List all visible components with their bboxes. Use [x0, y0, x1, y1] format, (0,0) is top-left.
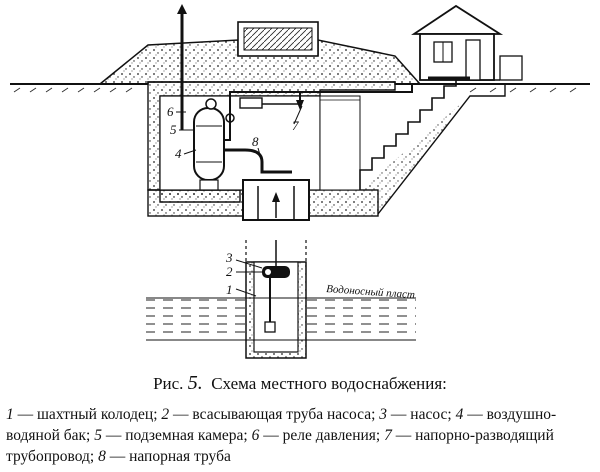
legend-text-8: — напорная труба [105, 448, 231, 465]
flow-arrow [296, 100, 304, 110]
legend-text-2: — всасывающая труба насоса; [169, 406, 380, 423]
callout-5: 5 [170, 122, 177, 137]
water-supply-diagram: 1 2 3 4 5 6 7 8 Водоносный пласт [10, 4, 590, 359]
callout-7: 7 [292, 118, 299, 133]
legend-text-5: — подземная камера; [101, 427, 252, 444]
caption-prefix: Рис. [153, 374, 184, 393]
legend-text-3: — насос; [387, 406, 456, 423]
legend-text-1: — шахтный колодец; [13, 406, 162, 423]
legend-text-7: — напорно-разводящий трубопровод; [6, 427, 554, 465]
air-water-tank [193, 98, 235, 191]
callout-1: 1 [226, 282, 233, 297]
vent-pipe [177, 4, 187, 130]
stairs [359, 79, 506, 215]
legend-num-8: 8 [98, 448, 106, 465]
caption-title: Схема местного водоснабжения: [211, 374, 447, 393]
legend-num-5: 5 [94, 427, 102, 444]
legend-num-6: 6 [251, 427, 260, 444]
pressure-relay [239, 97, 300, 109]
callout-6: 6 [167, 104, 174, 119]
callout-2: 2 [226, 264, 233, 279]
legend-text-4: — воздушно-водяной бак; [6, 406, 557, 444]
legend-num-7: 7 [384, 427, 392, 444]
aquifer [146, 297, 416, 341]
legend-text-6: — реле давления; [259, 427, 385, 444]
callout-8: 8 [252, 134, 259, 149]
legend-num-4: 4 [455, 406, 464, 423]
pump [262, 240, 290, 333]
figure-caption: Рис. 5. Схема местного водоснабжения: [0, 372, 600, 395]
ventilation-hatch [237, 21, 319, 57]
legend-num-3: 3 [379, 406, 388, 423]
shaft-well [242, 179, 310, 359]
caption-number: 5. [187, 372, 203, 394]
figure-legend: 1 — шахтный колодец; 2 — всасывающая тру… [6, 404, 596, 467]
legend-num-2: 2 [161, 406, 170, 423]
callout-leaders [176, 105, 303, 297]
house [411, 4, 523, 81]
callout-3: 3 [225, 250, 233, 265]
callout-4: 4 [175, 146, 182, 161]
legend-num-1: 1 [6, 406, 14, 423]
